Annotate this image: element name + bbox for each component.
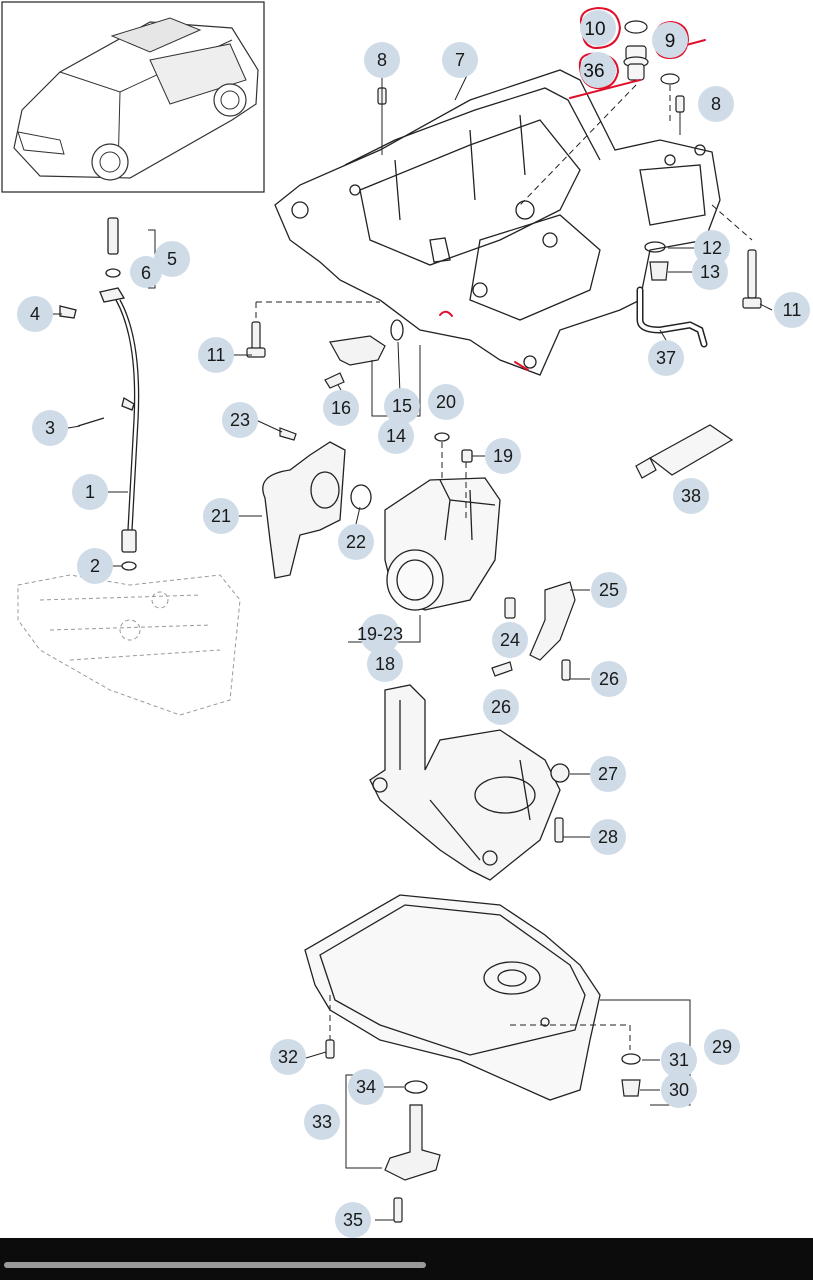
svg-text:3: 3 (45, 418, 55, 438)
callout-8b: 8 (698, 86, 734, 122)
svg-text:24: 24 (500, 630, 520, 650)
callout-7: 7 (442, 42, 478, 78)
callout-35: 35 (335, 1202, 371, 1238)
svg-text:26: 26 (491, 697, 511, 717)
callout-30: 30 (661, 1072, 697, 1108)
svg-text:34: 34 (356, 1077, 376, 1097)
svg-text:35: 35 (343, 1210, 363, 1230)
vehicle-thumbnail (1, 1, 265, 193)
callout-18: 18 (367, 646, 403, 682)
svg-text:11: 11 (783, 300, 802, 320)
callout-26b: 26 (483, 689, 519, 725)
svg-text:14: 14 (386, 426, 406, 446)
parts-diagram: 8 7 10 36 9 8 5 6 12 13 11 4 11 37 16 15… (1, 1, 810, 1238)
svg-text:36: 36 (583, 61, 604, 82)
svg-text:12: 12 (702, 238, 722, 258)
callout-33: 33 (304, 1104, 340, 1140)
svg-text:9: 9 (665, 31, 676, 52)
oil-baffle (369, 684, 570, 881)
svg-text:28: 28 (598, 827, 618, 847)
svg-text:33: 33 (312, 1112, 332, 1132)
svg-text:26: 26 (599, 669, 619, 689)
callout-19-23: 19-23 (357, 614, 403, 654)
svg-text:31: 31 (669, 1050, 689, 1070)
callout-37: 37 (648, 340, 684, 376)
callout-38: 38 (673, 478, 709, 514)
leader-lines (53, 64, 773, 1221)
callout-16: 15 (384, 388, 420, 424)
svg-text:6: 6 (141, 263, 151, 283)
callout-25: 25 (591, 572, 627, 608)
callout-2: 2 (77, 548, 113, 584)
svg-text:18: 18 (375, 654, 395, 674)
callout-27: 27 (590, 756, 626, 792)
lower-oil-pan (304, 894, 601, 1101)
svg-text:32: 32 (278, 1047, 298, 1067)
svg-text:29: 29 (712, 1037, 732, 1057)
svg-text:1: 1 (85, 482, 95, 502)
svg-text:19-23: 19-23 (357, 624, 403, 644)
svg-text:4: 4 (30, 304, 40, 324)
long-bolt-12 (742, 249, 762, 309)
upper-oil-pan-housing (274, 69, 721, 376)
callout-22: 22 (338, 524, 374, 560)
svg-text:19: 19 (493, 446, 513, 466)
svg-text:25: 25 (599, 580, 619, 600)
svg-text:38: 38 (681, 486, 701, 506)
callout-29: 29 (704, 1029, 740, 1065)
svg-text:21: 21 (211, 506, 231, 526)
svg-text:22: 22 (346, 532, 366, 552)
callout-11: 11 (198, 337, 234, 373)
callout-32: 32 (270, 1039, 306, 1075)
svg-text:13: 13 (700, 262, 720, 282)
callout-26a: 26 (591, 661, 627, 697)
callout-3: 3 (32, 410, 68, 446)
svg-text:11: 11 (207, 345, 226, 365)
home-indicator[interactable] (4, 1262, 426, 1268)
callout-6: 6 (130, 256, 162, 288)
callout-12: 11 (774, 292, 810, 328)
dipstick-assembly (59, 217, 140, 571)
callout-36: 36 (580, 52, 616, 88)
callout-19: 19 (485, 438, 521, 474)
svg-text:30: 30 (669, 1080, 689, 1100)
svg-text:20: 20 (436, 392, 456, 412)
sealant-tube (635, 424, 734, 479)
callout-23: 23 (222, 402, 258, 438)
oil-filler-cap-assembly (623, 20, 680, 85)
oil-pump-assembly (262, 432, 501, 611)
svg-text:8: 8 (377, 50, 387, 70)
svg-text:7: 7 (455, 50, 465, 70)
callout-31: 31 (661, 1042, 697, 1078)
callout-14: 13 (692, 254, 728, 290)
callout-9: 9 (652, 22, 688, 58)
callout-21: 21 (203, 498, 239, 534)
callout-17: 16 (323, 390, 359, 426)
callout-28: 28 (590, 819, 626, 855)
system-bottom-bar (0, 1238, 813, 1280)
callout-5: 5 (154, 241, 190, 277)
callout-34: 34 (348, 1069, 384, 1105)
callout-1: 1 (72, 474, 108, 510)
callout-10: 10 (580, 10, 616, 46)
svg-text:37: 37 (656, 348, 676, 368)
svg-text:16: 16 (331, 398, 351, 418)
svg-text:15: 15 (392, 396, 412, 416)
callout-15: 14 (378, 418, 414, 454)
svg-text:5: 5 (167, 249, 177, 269)
bolt-11 (246, 321, 266, 358)
callout-8a: 8 (364, 42, 400, 78)
svg-text:27: 27 (598, 764, 618, 784)
callout-20: 20 (428, 384, 464, 420)
svg-text:23: 23 (230, 410, 250, 430)
callout-24: 24 (492, 622, 528, 658)
svg-text:10: 10 (584, 19, 605, 40)
red-annotation-marks (439, 6, 706, 371)
svg-text:8: 8 (711, 94, 721, 114)
svg-text:2: 2 (90, 556, 100, 576)
callout-4: 4 (17, 296, 53, 332)
engine-block-ghost (17, 574, 241, 716)
